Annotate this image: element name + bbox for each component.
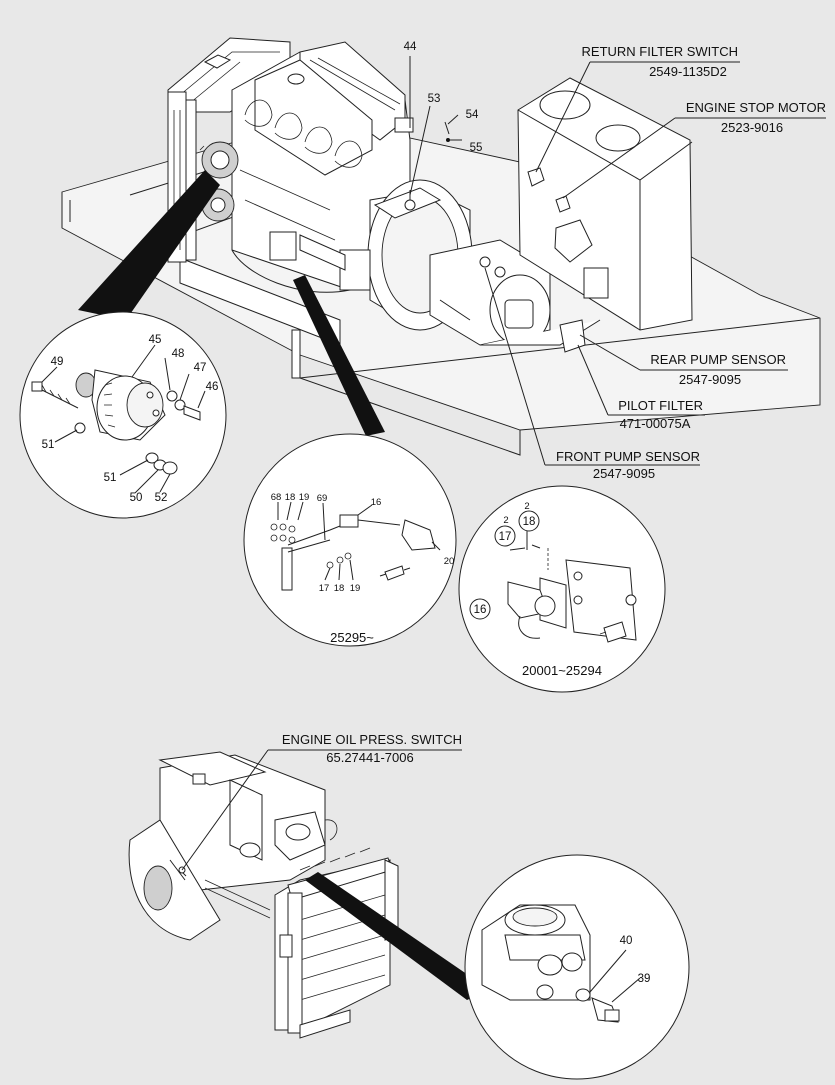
zoom-wedge-bracket (293, 275, 385, 436)
engine-stop-motor-part: 2523-9016 (721, 120, 783, 135)
callout-69: 69 (317, 493, 328, 504)
front-pump-sensor-name: FRONT PUMP SENSOR (556, 449, 700, 464)
callout-2-a: 2 (503, 515, 508, 526)
detail-bracket-new (243, 433, 457, 647)
callout-55: 55 (470, 142, 483, 154)
engine-stop-motor-name: ENGINE STOP MOTOR (686, 100, 826, 115)
leader-lines (41, 56, 826, 1003)
return-filter-switch-part: 2549-1135D2 (649, 64, 727, 79)
serial-range-later: 25295~ (330, 630, 374, 645)
oil-press-switch-name: ENGINE OIL PRESS. SWITCH (282, 732, 462, 747)
detail-oil-switch (464, 854, 690, 1080)
callout-68: 68 (271, 492, 282, 503)
callout-44: 44 (404, 41, 417, 53)
bolt-54-55 (444, 121, 450, 142)
pilot-filter-name: PILOT FILTER (618, 398, 703, 413)
callout-18-a: 18 (285, 492, 296, 503)
callout-20: 20 (444, 556, 455, 567)
component-labels: RETURN FILTER SWITCH 2549-1135D2 ENGINE … (282, 44, 826, 765)
callout-19-b: 19 (350, 583, 361, 594)
callout-49: 49 (51, 356, 64, 368)
callout-18-c: 18 (523, 516, 536, 528)
oil-press-switch-part: 65.27441-7006 (326, 750, 413, 765)
callout-54: 54 (466, 109, 479, 121)
callout-51-b: 51 (104, 472, 117, 484)
hydraulic-pump (269, 231, 601, 346)
callout-2-b: 2 (524, 501, 529, 512)
detail-bracket-old (458, 485, 666, 693)
callout-17-a: 17 (319, 583, 330, 594)
callout-48: 48 (172, 348, 185, 360)
callout-50: 50 (130, 492, 143, 504)
callout-51-a: 51 (42, 439, 55, 451)
detail-alternator (19, 311, 227, 519)
zoom-wedge-oil-switch (305, 872, 490, 1000)
callout-18-b: 18 (334, 583, 345, 594)
engine-block (231, 41, 414, 293)
callout-40: 40 (620, 935, 633, 947)
pilot-filter-part: 471-00075A (620, 416, 691, 431)
zoom-wedge-alternator (78, 170, 220, 320)
engine-lower-view (128, 751, 399, 1039)
hydraulic-tank (517, 77, 693, 353)
rear-pump-sensor-name: REAR PUMP SENSOR (650, 352, 786, 367)
callout-47: 47 (194, 362, 207, 374)
front-pump-sensor-part: 2547-9095 (593, 466, 655, 481)
rear-pump-sensor-part: 2547-9095 (679, 372, 741, 387)
callout-53: 53 (428, 93, 441, 105)
callout-52: 52 (155, 492, 168, 504)
serial-range-earlier: 20001~25294 (522, 663, 602, 678)
callout-39: 39 (638, 973, 651, 985)
callout-17-b: 17 (499, 531, 512, 543)
return-filter-switch-name: RETURN FILTER SWITCH (582, 44, 738, 59)
callout-45: 45 (149, 334, 162, 346)
callout-46: 46 (206, 381, 219, 393)
callout-16-a: 16 (371, 497, 382, 508)
callout-numbers: 44 53 54 55 45 48 47 46 49 51 51 50 52 6… (42, 41, 651, 985)
callout-16-b: 16 (474, 604, 487, 616)
callout-19-a: 19 (299, 492, 310, 503)
